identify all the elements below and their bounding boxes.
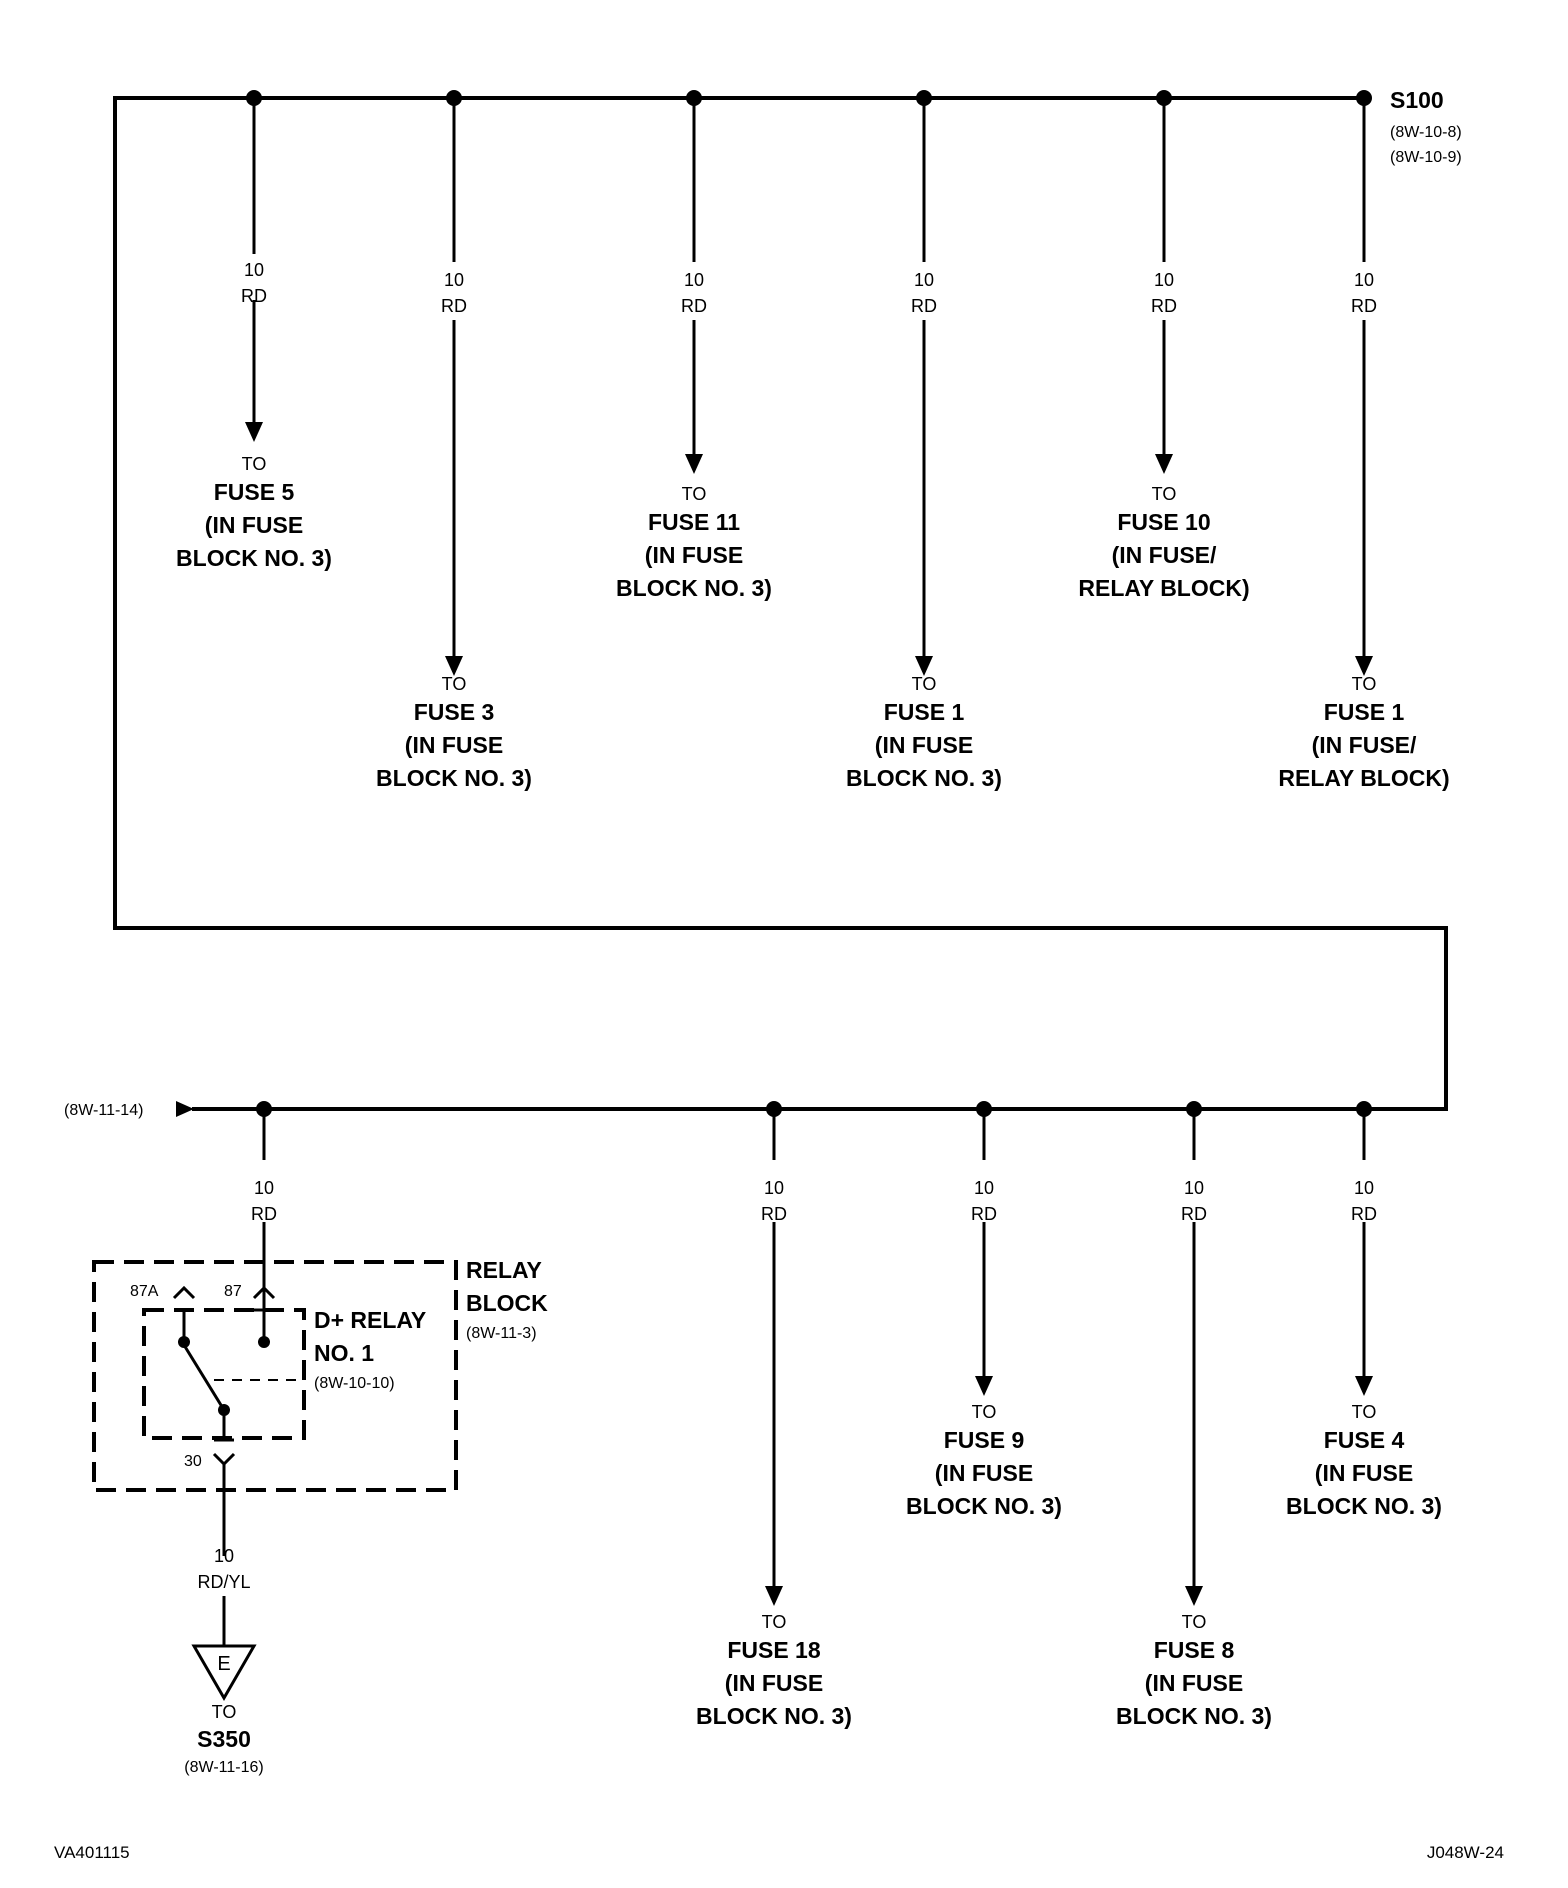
to-label: TO xyxy=(682,484,707,504)
wire-gauge: 10 xyxy=(1354,1178,1374,1198)
splice-name: S100 xyxy=(1390,87,1444,113)
fuse-label: (IN FUSE xyxy=(875,732,973,758)
arrow-down-icon xyxy=(1355,1376,1373,1396)
relay-block-ref: (8W-11-3) xyxy=(466,1325,537,1342)
relay-title: D+ RELAY xyxy=(314,1307,426,1333)
wire-color: RD xyxy=(1351,296,1377,316)
fuse-label: (IN FUSE xyxy=(935,1460,1033,1486)
wire-gauge: 10 xyxy=(684,270,704,290)
destination-name: S350 xyxy=(197,1726,251,1752)
fuse-label: BLOCK NO. 3) xyxy=(176,545,332,571)
fuse-label: FUSE 4 xyxy=(1324,1427,1405,1453)
to-label: TO xyxy=(212,1702,237,1722)
to-label: TO xyxy=(242,454,267,474)
fuse-label: (IN FUSE xyxy=(405,732,503,758)
fuse-label: BLOCK NO. 3) xyxy=(906,1493,1062,1519)
fuse-label: FUSE 8 xyxy=(1154,1637,1235,1663)
relay-block-title: BLOCK xyxy=(466,1290,548,1316)
wire-gauge: 10 xyxy=(1154,270,1174,290)
arrow-down-icon xyxy=(1155,454,1173,474)
fuse-label: BLOCK NO. 3) xyxy=(1116,1703,1272,1729)
fuse-label: FUSE 10 xyxy=(1117,509,1210,535)
fuse-label: BLOCK NO. 3) xyxy=(616,575,772,601)
fuse-label: RELAY BLOCK) xyxy=(1078,575,1249,601)
fuse-label: BLOCK NO. 3) xyxy=(846,765,1002,791)
relay-block-title: RELAY xyxy=(466,1257,542,1283)
fuse-label: (IN FUSE xyxy=(645,542,743,568)
fuse-label: BLOCK NO. 3) xyxy=(696,1703,852,1729)
pin-label: 30 xyxy=(184,1453,202,1470)
arrow-down-icon xyxy=(1185,1586,1203,1606)
destination-ref: (8W-11-16) xyxy=(184,1759,263,1776)
to-label: TO xyxy=(442,674,467,694)
fuse-label: FUSE 1 xyxy=(884,699,965,725)
wire-gauge: 10 xyxy=(244,260,264,280)
to-label: TO xyxy=(1352,1402,1377,1422)
wire-color: RD xyxy=(681,296,707,316)
arrow-right-icon xyxy=(176,1101,194,1117)
wire-gauge: 10 xyxy=(914,270,934,290)
fuse-label: RELAY BLOCK) xyxy=(1278,765,1449,791)
wire-gauge: 10 xyxy=(214,1546,234,1566)
wire-gauge: 10 xyxy=(254,1178,274,1198)
left-ref: (8W-11-14) xyxy=(64,1102,143,1119)
wire-color: RD xyxy=(1351,1204,1377,1224)
wire-color: RD xyxy=(241,286,267,306)
connector-letter: E xyxy=(217,1653,230,1675)
fuse-label: (IN FUSE xyxy=(1145,1670,1243,1696)
arrow-down-icon xyxy=(975,1376,993,1396)
fuse-label: FUSE 11 xyxy=(648,509,740,535)
arrow-down-icon xyxy=(445,656,463,676)
splice-ref: (8W-10-9) xyxy=(1390,149,1462,166)
pin-label: 87A xyxy=(130,1283,159,1300)
wire-color: RD/YL xyxy=(197,1572,250,1592)
wire-gauge: 10 xyxy=(1354,270,1374,290)
arrow-down-icon xyxy=(915,656,933,676)
fuse-label: (IN FUSE xyxy=(205,512,303,538)
wire-color: RD xyxy=(1181,1204,1207,1224)
relay-title: NO. 1 xyxy=(314,1340,374,1366)
wire-gauge: 10 xyxy=(764,1178,784,1198)
fuse-label: FUSE 1 xyxy=(1324,699,1405,725)
wire-gauge: 10 xyxy=(444,270,464,290)
fuse-label: (IN FUSE xyxy=(1315,1460,1413,1486)
to-label: TO xyxy=(912,674,937,694)
wire-gauge: 10 xyxy=(974,1178,994,1198)
fuse-label: FUSE 5 xyxy=(214,479,295,505)
pin-label: 87 xyxy=(224,1283,242,1300)
arrow-down-icon xyxy=(1355,656,1373,676)
wire-color: RD xyxy=(911,296,937,316)
wire-color: RD xyxy=(441,296,467,316)
fuse-label: (IN FUSE/ xyxy=(1112,542,1217,568)
fuse-label: (IN FUSE/ xyxy=(1312,732,1417,758)
wire-color: RD xyxy=(761,1204,787,1224)
arrow-down-icon xyxy=(685,454,703,474)
to-label: TO xyxy=(1152,484,1177,504)
fuse-label: BLOCK NO. 3) xyxy=(376,765,532,791)
arrow-down-icon xyxy=(765,1586,783,1606)
wire-color: RD xyxy=(251,1204,277,1224)
splice-ref: (8W-10-8) xyxy=(1390,124,1462,141)
wire-gauge: 10 xyxy=(1184,1178,1204,1198)
wire-color: RD xyxy=(1151,296,1177,316)
fuse-label: BLOCK NO. 3) xyxy=(1286,1493,1442,1519)
to-label: TO xyxy=(1182,1612,1207,1632)
to-label: TO xyxy=(972,1402,997,1422)
to-label: TO xyxy=(762,1612,787,1632)
wire-color: RD xyxy=(971,1204,997,1224)
fuse-label: (IN FUSE xyxy=(725,1670,823,1696)
fuse-label: FUSE 18 xyxy=(727,1637,821,1663)
to-label: TO xyxy=(1352,674,1377,694)
arrow-down-icon xyxy=(245,422,263,442)
footer-right: J048W-24 xyxy=(1427,1843,1504,1862)
footer-left: VA401115 xyxy=(54,1843,130,1862)
relay-ref: (8W-10-10) xyxy=(314,1375,395,1392)
fuse-label: FUSE 3 xyxy=(414,699,495,725)
relay-block-outline xyxy=(92,1260,458,1492)
fuse-label: FUSE 9 xyxy=(944,1427,1025,1453)
